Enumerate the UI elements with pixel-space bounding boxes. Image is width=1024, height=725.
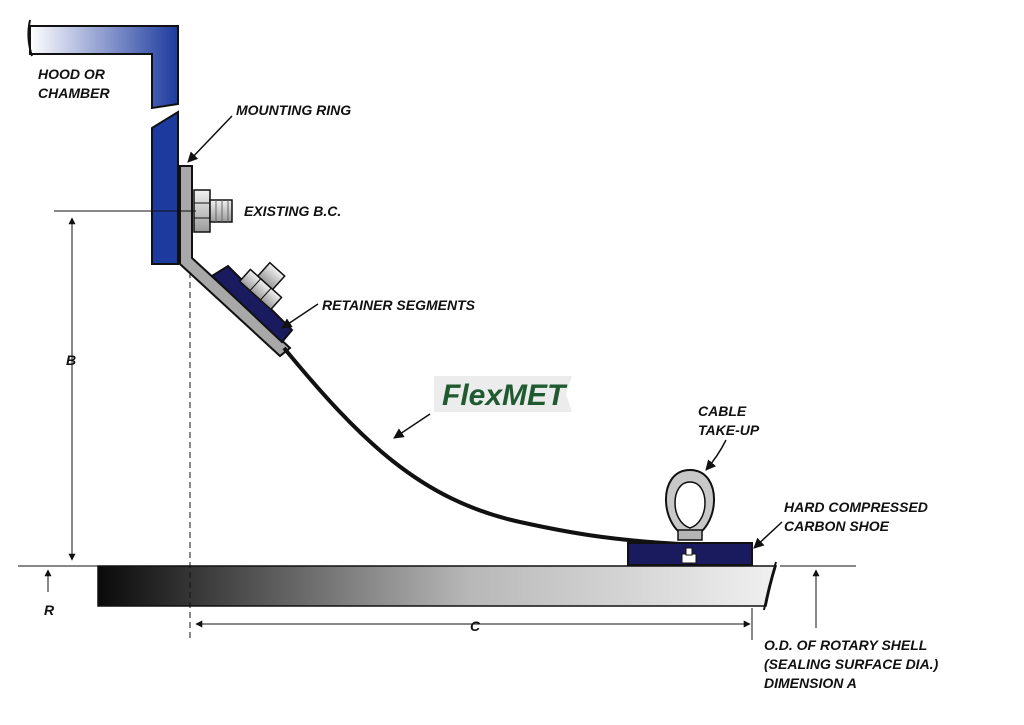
cable-leader xyxy=(705,439,727,471)
dimension-b-label: B xyxy=(66,352,76,368)
flexmet-leader xyxy=(393,413,431,439)
existing-bc-label: EXISTING B.C. xyxy=(244,203,341,219)
rotary-shell-label-line1: O.D. OF ROTARY SHELL xyxy=(764,637,927,653)
flexmet-seal-strip xyxy=(282,346,681,546)
retainer-leader xyxy=(281,303,319,329)
retainer-bolt xyxy=(238,261,286,311)
hood-lower-wall xyxy=(151,110,179,265)
flexmet-logo-text: FlexMET xyxy=(442,379,568,412)
hood-top-flange xyxy=(29,25,179,110)
mounting-ring-leader xyxy=(187,115,233,163)
carbon-shoe-leader xyxy=(753,521,783,549)
retainer-segments-label: RETAINER SEGMENTS xyxy=(322,297,476,313)
carbon-shoe xyxy=(627,542,753,566)
carbon-shoe-label-line1: HARD COMPRESSED xyxy=(784,499,928,515)
mounting-ring-label: MOUNTING RING xyxy=(236,102,351,118)
cable-label-line1: CABLE xyxy=(698,403,747,419)
hood-break-mark xyxy=(27,19,33,57)
hood-chamber xyxy=(27,19,179,265)
cable-take-up xyxy=(665,468,715,541)
dimension-lines xyxy=(18,210,856,640)
rotary-shell-label-line2: (SEALING SURFACE DIA.) xyxy=(764,656,939,672)
cable-label-line2: TAKE-UP xyxy=(698,422,760,438)
dimension-c-label: C xyxy=(470,618,481,634)
existing-bc-bolt xyxy=(193,189,233,233)
leader-arrows xyxy=(187,115,783,549)
rotary-shell xyxy=(97,561,778,611)
retainer-segments xyxy=(210,261,294,344)
hood-label-line2: CHAMBER xyxy=(38,85,110,101)
hood-label-line1: HOOD OR xyxy=(38,66,106,82)
mounting-ring xyxy=(179,165,292,358)
flexmet-logo: FlexMET xyxy=(434,376,572,412)
carbon-shoe-label-line2: CARBON SHOE xyxy=(784,518,890,534)
dimension-r-label: R xyxy=(44,602,55,618)
rotary-shell-label-line3: DIMENSION A xyxy=(764,675,857,691)
